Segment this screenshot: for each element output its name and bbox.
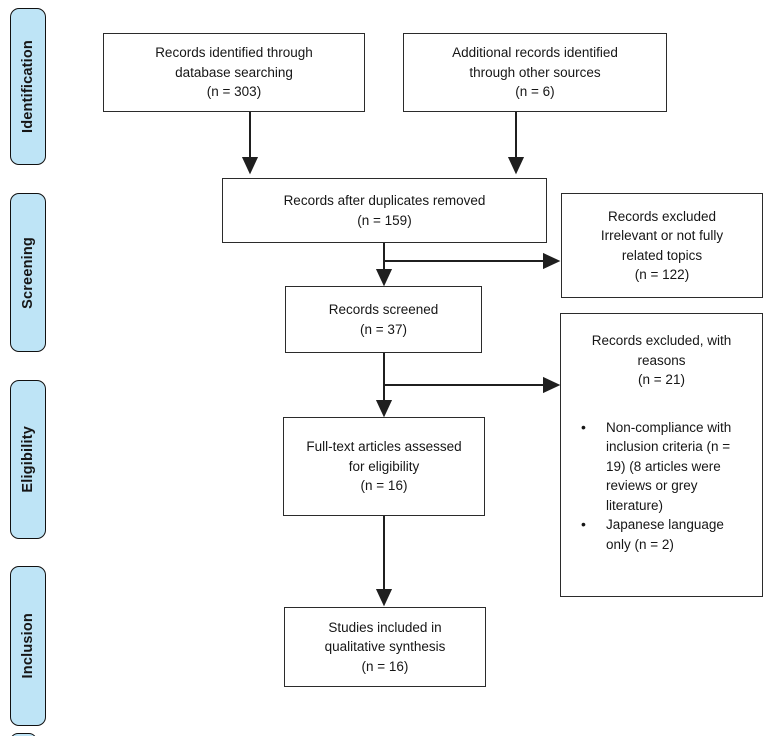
box-records-excluded-irrelevant-text: Records excluded Irrelevant or not fully… xyxy=(600,208,724,283)
bullet-icon: • xyxy=(581,516,586,532)
stage-identification-label: Identification xyxy=(20,39,36,134)
box-fulltext-assessed: Full-text articles assessed for eligibil… xyxy=(283,417,485,516)
box-records-excluded-reasons: Records excluded, with reasons (n = 21) … xyxy=(560,313,763,597)
stage-eligibility-label: Eligibility xyxy=(20,426,36,493)
box-additional-records-text: Additional records identified through ot… xyxy=(452,45,618,100)
box-studies-included: Studies included in qualitative synthesi… xyxy=(284,607,486,687)
box-studies-included-text: Studies included in qualitative synthesi… xyxy=(324,619,446,674)
stage-eligibility: Eligibility xyxy=(10,380,46,539)
bullet-icon: • xyxy=(581,418,586,435)
excluded-reasons-list: • Non-compliance with inclusion criteria… xyxy=(561,418,762,555)
stage-screening-label: Screening xyxy=(20,236,36,309)
box-additional-records: Additional records identified through ot… xyxy=(403,33,667,112)
box-records-excluded-irrelevant: Records excluded Irrelevant or not fully… xyxy=(561,193,763,298)
box-fulltext-assessed-text: Full-text articles assessed for eligibil… xyxy=(306,439,462,494)
box-records-screened: Records screened (n = 37) xyxy=(285,286,482,353)
box-after-duplicates-text: Records after duplicates removed (n = 15… xyxy=(283,193,486,228)
box-records-excluded-reasons-title: Records excluded, with reasons (n = 21) xyxy=(591,333,732,387)
box-after-duplicates: Records after duplicates removed (n = 15… xyxy=(222,178,547,243)
arrowhead-other-to-duplicates xyxy=(507,157,525,175)
excluded-reason-item: • Non-compliance with inclusion criteria… xyxy=(561,418,762,516)
arrowhead-to-excluded-reasons xyxy=(543,376,561,394)
box-records-screened-text: Records screened (n = 37) xyxy=(328,302,439,337)
stage-inclusion: Inclusion xyxy=(10,566,46,726)
stage-identification: Identification xyxy=(10,8,46,165)
arrowhead-fulltext-to-included xyxy=(375,589,393,607)
arrowhead-to-excluded-irrelevant xyxy=(543,252,561,270)
excluded-reason-text: Japanese language only (n = 2) xyxy=(606,517,724,552)
box-records-identified-database: Records identified through database sear… xyxy=(103,33,365,112)
arrowhead-db-to-duplicates xyxy=(241,157,259,175)
arrowhead-screened-to-fulltext xyxy=(375,400,393,418)
arrowhead-duplicates-to-screened xyxy=(375,269,393,287)
excluded-reason-text: Non-compliance with inclusion criteria (… xyxy=(606,419,732,513)
excluded-reason-item: • Japanese language only (n = 2) xyxy=(561,515,762,554)
stage-screening: Screening xyxy=(10,193,46,352)
box-records-identified-database-text: Records identified through database sear… xyxy=(155,45,313,100)
stage-inclusion-label: Inclusion xyxy=(20,613,36,679)
